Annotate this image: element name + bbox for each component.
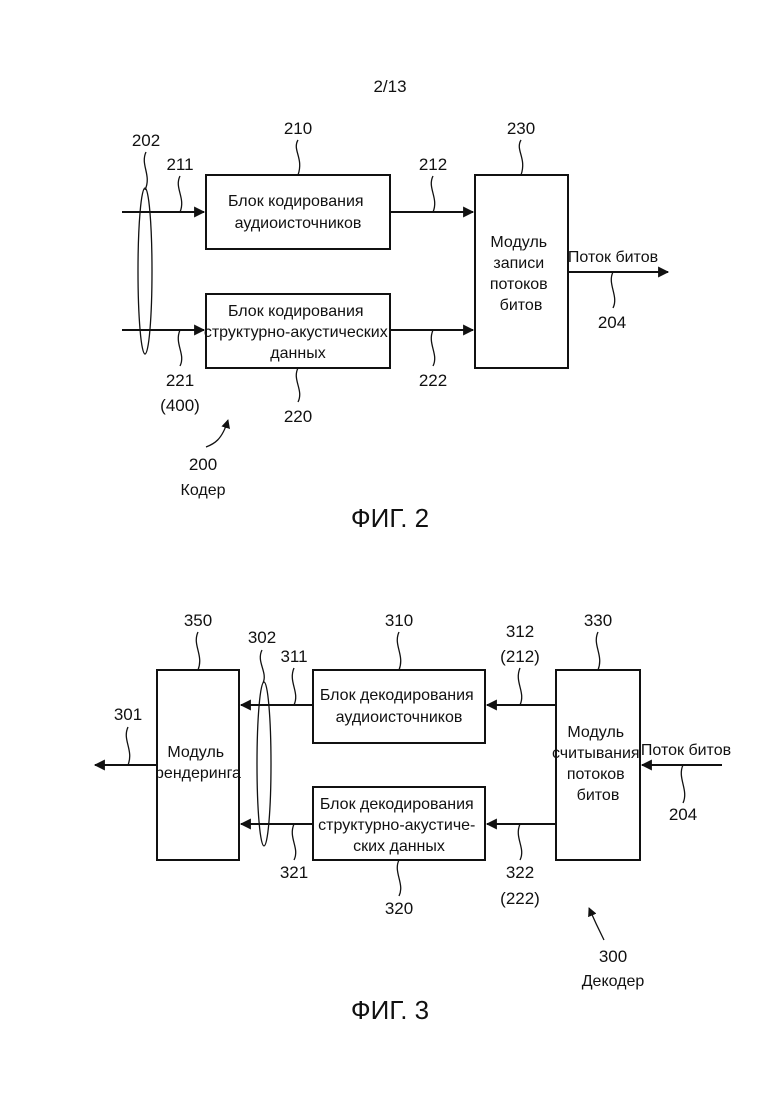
leader-230 bbox=[519, 140, 522, 175]
bitstream-reader-block bbox=[556, 670, 640, 860]
encoder-pointer-arrow bbox=[206, 420, 228, 447]
ref-221: 221 bbox=[166, 371, 194, 390]
ref-330: 330 bbox=[584, 611, 612, 630]
leader-221 bbox=[178, 330, 181, 366]
ref-202: 202 bbox=[132, 131, 160, 150]
ref-210: 210 bbox=[284, 119, 312, 138]
ref-322: 322 bbox=[506, 863, 534, 882]
figure-3-caption: ФИГ. 3 bbox=[351, 995, 429, 1025]
ref-204: 204 bbox=[598, 313, 626, 332]
leader-330 bbox=[596, 632, 599, 670]
leader-320 bbox=[397, 860, 400, 896]
leader-222 bbox=[431, 330, 434, 366]
figure-2-caption: ФИГ. 2 bbox=[351, 503, 429, 533]
encoder-name: Кодер bbox=[181, 482, 226, 499]
ref-300: 300 bbox=[599, 947, 627, 966]
ref-400: (400) bbox=[160, 396, 200, 415]
leader-204b bbox=[681, 765, 684, 803]
ref-350: 350 bbox=[184, 611, 212, 630]
leader-302 bbox=[260, 650, 264, 683]
ref-301: 301 bbox=[114, 705, 142, 724]
leader-312 bbox=[518, 668, 521, 705]
leader-202 bbox=[144, 152, 147, 190]
input-label: Поток битов bbox=[641, 742, 731, 759]
ref-302: 302 bbox=[248, 628, 276, 647]
leader-311 bbox=[292, 668, 295, 705]
leader-211 bbox=[178, 176, 181, 212]
ref-312: 312 bbox=[506, 622, 534, 641]
leader-350 bbox=[196, 632, 199, 670]
ref-320: 320 bbox=[385, 899, 413, 918]
ref-220: 220 bbox=[284, 407, 312, 426]
leader-210 bbox=[296, 140, 299, 175]
leader-212 bbox=[431, 176, 434, 212]
leader-321 bbox=[292, 824, 295, 860]
ref-200: 200 bbox=[189, 455, 217, 474]
ref-204b: 204 bbox=[669, 805, 697, 824]
ref-212-alt: (212) bbox=[500, 647, 540, 666]
ref-222: 222 bbox=[419, 371, 447, 390]
leader-310 bbox=[397, 632, 400, 670]
figure-3: Модуль рендеринга Блок декодирования ауд… bbox=[95, 611, 731, 1025]
ref-212: 212 bbox=[419, 155, 447, 174]
decoder-pointer-arrow bbox=[589, 908, 604, 940]
page-number: 2/13 bbox=[373, 77, 406, 96]
leader-204 bbox=[611, 272, 614, 308]
ref-310: 310 bbox=[385, 611, 413, 630]
audio-source-encoder-block bbox=[206, 175, 390, 249]
decoder-name: Декодер bbox=[582, 973, 645, 990]
ref-211: 211 bbox=[166, 155, 193, 174]
audio-source-decoder-block bbox=[313, 670, 485, 743]
decoder-group-oval bbox=[257, 682, 271, 846]
ref-321: 321 bbox=[280, 863, 308, 882]
leader-322 bbox=[518, 824, 521, 860]
ref-230: 230 bbox=[507, 119, 535, 138]
output-label: Поток битов bbox=[568, 249, 658, 266]
ref-222-alt: (222) bbox=[500, 889, 540, 908]
ref-311: 311 bbox=[280, 647, 307, 666]
leader-220 bbox=[296, 368, 299, 402]
figure-2: Блок кодирования аудиоисточников Блок ко… bbox=[122, 119, 668, 533]
leader-301 bbox=[126, 727, 129, 765]
